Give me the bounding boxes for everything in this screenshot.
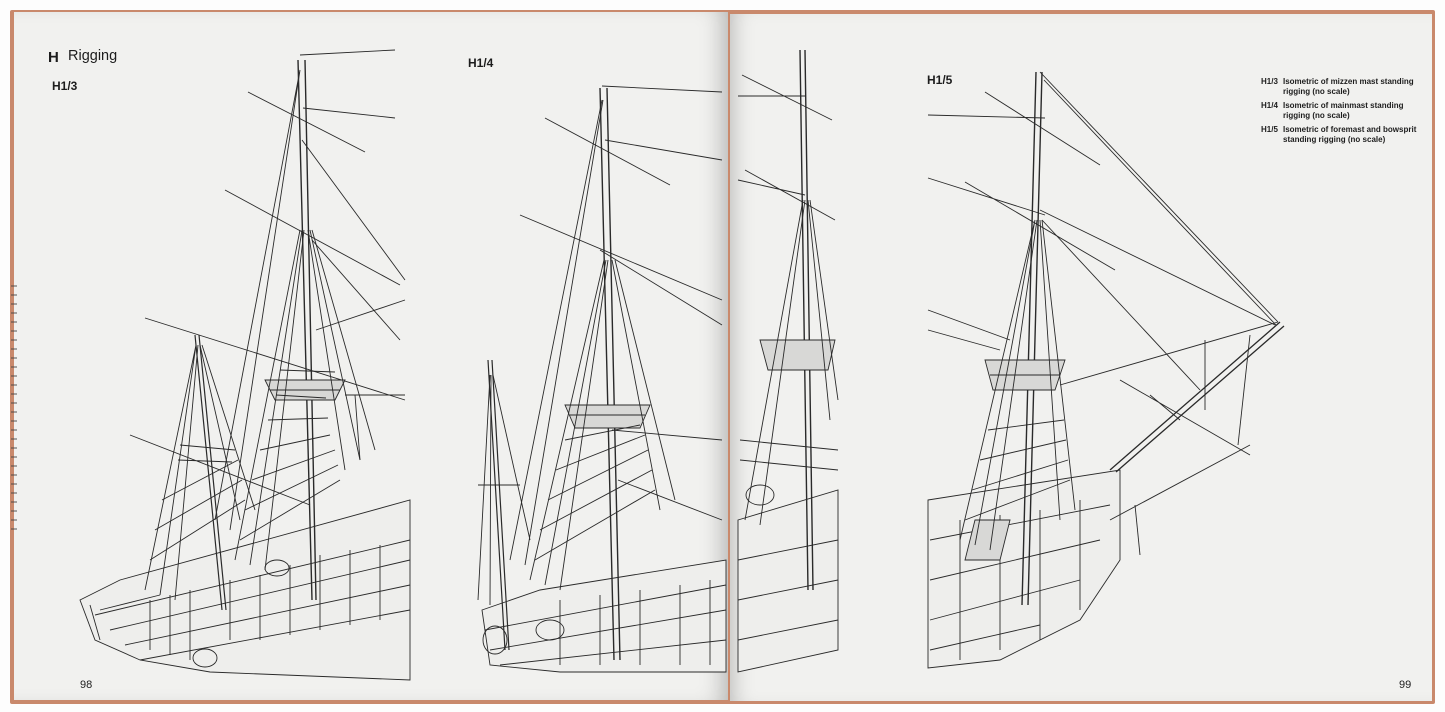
caption-code: H1/4 <box>1261 101 1278 110</box>
figure-label-h15: H1/5 <box>927 73 953 87</box>
caption-h13: H1/3 Isometric of mizzen mast standing ri… <box>1261 77 1418 96</box>
page-number-left: 98 <box>80 679 93 691</box>
drawing-h14-continued <box>737 49 839 673</box>
caption-text: Isometric of mizzen mast standing riggin… <box>1283 77 1414 96</box>
caption-h14: H1/4 Isometric of mainmast standing riggi… <box>1261 101 1418 120</box>
caption-code: H1/5 <box>1261 125 1278 134</box>
figure-label-h14: H1/4 <box>468 56 494 70</box>
drawing-h14 <box>477 85 727 673</box>
caption-code: H1/3 <box>1261 77 1278 86</box>
drawing-h15 <box>927 71 1285 669</box>
section-title: Rigging <box>68 48 118 64</box>
section-letter: H <box>48 49 59 66</box>
page-edge <box>11 285 17 535</box>
caption-text: Isometric of mainmast standing rigging (… <box>1283 101 1404 120</box>
drawing-h13 <box>79 49 411 681</box>
figure-label-h13: H1/3 <box>52 79 78 93</box>
page-number-right: 99 <box>1399 679 1412 691</box>
caption-h15: H1/5 Isometric of foremast and bowsprit s… <box>1261 125 1418 144</box>
caption-text: Isometric of foremast and bowsprit stand… <box>1283 125 1417 144</box>
